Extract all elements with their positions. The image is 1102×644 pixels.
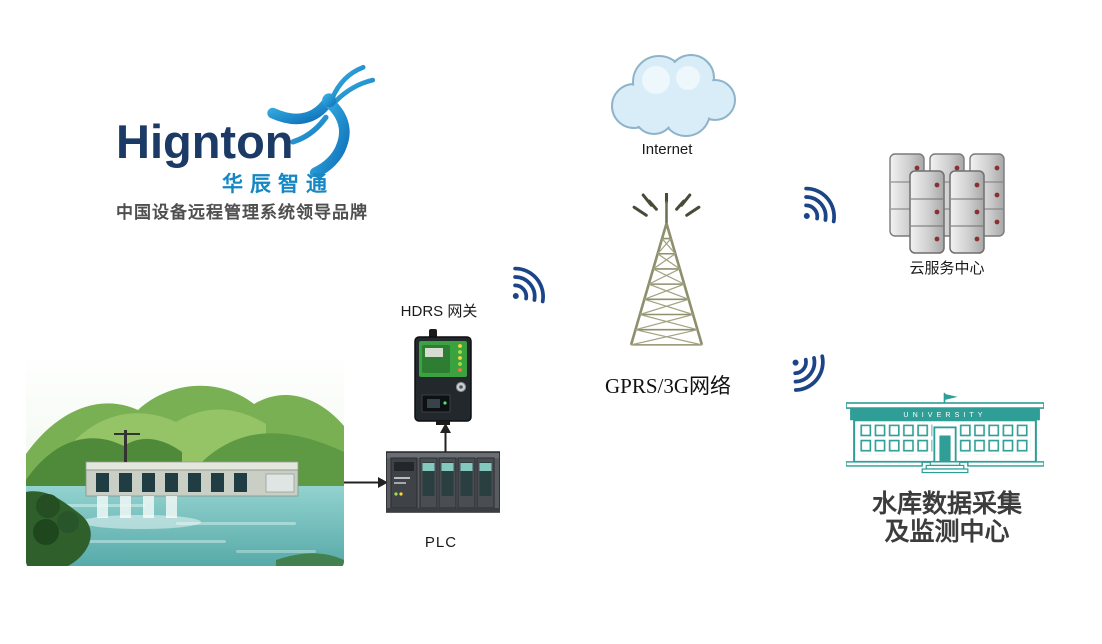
monitor-center-label-line1: 水库数据采集: [871, 491, 1022, 518]
cloud-server-label: 云服务中心: [909, 261, 985, 277]
plc-label: PLC: [424, 534, 458, 551]
dam-to-plc-arrow: [344, 476, 388, 494]
monitor-center-label: 水库数据采集 及监测中心: [846, 491, 1048, 547]
hdrs-gateway-device: [409, 329, 477, 430]
brand-name-chinese: 华辰智通: [222, 173, 334, 196]
brand-name: Hignton: [116, 115, 294, 168]
gateway-label: HDRS 网关: [400, 303, 478, 320]
monitor-center-building-icon: UNIVERSITY: [845, 392, 1045, 485]
gprs-tower-icon: [597, 190, 737, 360]
gprs-network-label: GPRS/3G网络: [604, 374, 732, 398]
plc-device: [385, 450, 501, 521]
wifi-signal-icon: [781, 165, 863, 248]
wifi-signal-icon: [767, 334, 849, 417]
antelope-logo-icon: [262, 62, 394, 182]
internet-cloud-icon: [596, 44, 746, 151]
internet-label: Internet: [641, 141, 693, 158]
wifi-signal-icon: [490, 245, 572, 328]
reservoir-dam-image: [26, 354, 344, 571]
brand-tagline: 中国设备远程管理系统领导品牌: [116, 203, 368, 222]
building-sign-text: UNIVERSITY: [903, 411, 986, 419]
plc-to-gateway-arrow: [439, 423, 452, 457]
monitor-center-label-line2: 及监测中心: [884, 519, 1010, 546]
cloud-server-icon: [888, 150, 1006, 261]
